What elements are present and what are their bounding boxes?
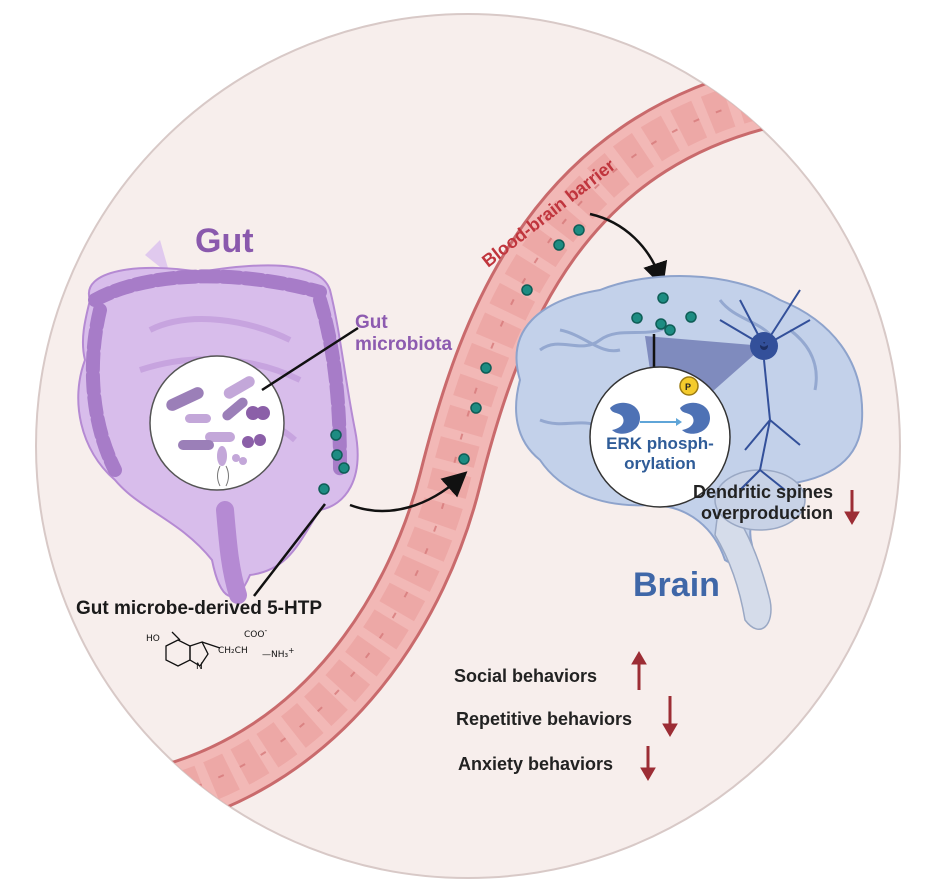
microbiota-pointer-line: [261, 326, 359, 392]
spines-line2: overproduction: [700, 503, 833, 523]
particle: [330, 429, 342, 441]
phospho-badge: [679, 376, 699, 396]
chem-n: N: [196, 662, 203, 672]
erk-line2: orylation: [624, 454, 696, 473]
chem-coo-text: COO: [244, 630, 265, 640]
phospho-label: P: [685, 382, 691, 392]
particle: [685, 311, 697, 323]
behavior-repetitive: Repetitive behaviors: [456, 709, 633, 729]
particle: [480, 362, 492, 374]
chem-coo: COO-: [244, 626, 267, 640]
chem-coo-charge: -: [264, 626, 268, 635]
htp-label: Gut microbe-derived 5-HTP: [76, 598, 322, 619]
particle: [655, 318, 667, 330]
particle: [470, 402, 482, 414]
vessel-particles: [458, 224, 585, 465]
gut-microbiota-line2: microbiota: [355, 334, 453, 355]
erk-line1: ERK phosph-: [606, 434, 714, 453]
5-htp-structure: [165, 631, 221, 667]
particle: [521, 284, 533, 296]
particle: [573, 224, 585, 236]
particle: [458, 453, 470, 465]
behavior-social: Social behaviors: [454, 666, 598, 686]
dendritic-spines-label: Dendritic spines overproduction: [683, 482, 833, 524]
spines-line1: Dendritic spines: [692, 482, 833, 502]
chem-amine-text: NH₃: [271, 650, 289, 660]
behavior-arrows: [631, 490, 860, 781]
gut-title: Gut: [195, 222, 254, 260]
erk-zoom-circle: [589, 366, 731, 508]
gut-to-vessel-arrow: [349, 471, 468, 513]
microbiota-zoom-circle: [149, 355, 285, 491]
particle: [331, 449, 343, 461]
brain-illustration: [515, 275, 864, 630]
gut-illustration: [77, 240, 359, 604]
htp-pointer-line: [253, 503, 326, 597]
particle: [553, 239, 565, 251]
particle: [657, 292, 669, 304]
chem-ho: HO: [146, 634, 160, 644]
gut-microbiota-label: Gut microbiota: [355, 312, 452, 356]
particle: [318, 483, 330, 495]
erk-label: ERK phosph- orylation: [594, 434, 726, 474]
chem-amine-charge: +: [288, 646, 295, 655]
vessel-to-brain-arrow: [589, 212, 668, 288]
brain-title: Brain: [633, 566, 720, 604]
particle: [338, 462, 350, 474]
gut-microbiota-line1: Gut: [355, 312, 388, 333]
particle: [664, 324, 676, 336]
chem-chain: CH₂CH: [218, 646, 248, 656]
chem-amine: —NH₃+: [262, 646, 295, 660]
particle: [631, 312, 643, 324]
behavior-anxiety: Anxiety behaviors: [458, 754, 614, 774]
